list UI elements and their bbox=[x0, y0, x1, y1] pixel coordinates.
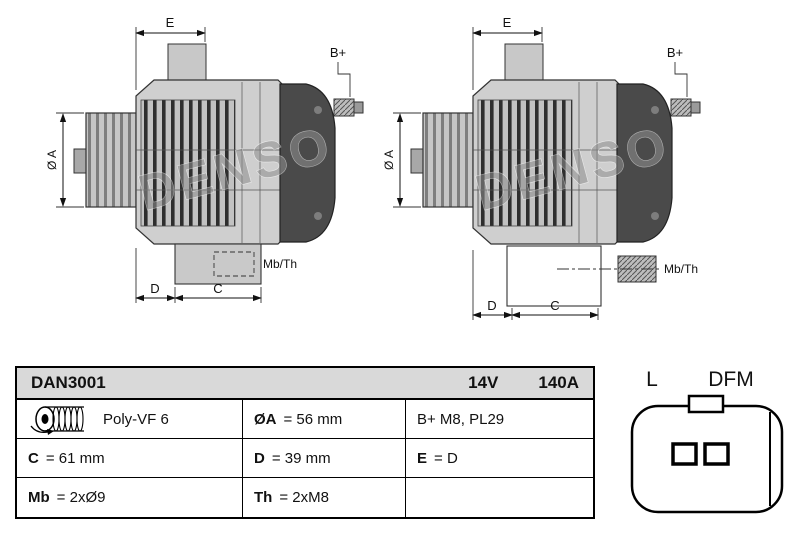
alternator-drawing-left: E B+ Ø A bbox=[45, 15, 364, 303]
rear-cover bbox=[616, 83, 673, 243]
belt-type-label: Poly-VF 6 bbox=[103, 410, 169, 428]
dia-a-label: Ø A bbox=[382, 150, 396, 170]
connector-label-l: L bbox=[646, 368, 658, 391]
alternator-body bbox=[135, 43, 287, 245]
dia-a-label: Ø A bbox=[45, 150, 59, 170]
dim-e: E bbox=[135, 15, 206, 90]
technical-drawings: E B+ Ø A bbox=[45, 15, 701, 320]
dim-dia-a: Ø A bbox=[382, 112, 421, 208]
spec-table: DAN3001 14V 140A Poly-VF 6 ØA = 56 mm bbox=[15, 366, 595, 519]
dim-e-label: E bbox=[166, 15, 175, 30]
dia-a-key: ØA bbox=[254, 410, 277, 428]
voltage-rating: 14V bbox=[468, 373, 499, 392]
dim-e-value: = D bbox=[434, 449, 458, 467]
dim-d-c: D C bbox=[472, 250, 599, 320]
hidden-hole bbox=[213, 251, 255, 277]
pulley bbox=[410, 112, 474, 208]
alternator-drawing-right: E B+ Ø A bbox=[382, 15, 701, 320]
dim-c-cell: C = 61 mm bbox=[17, 439, 243, 478]
bplus-label: B+ bbox=[330, 45, 346, 60]
dim-c-label: C bbox=[550, 298, 559, 313]
mb-value: = 2xØ9 bbox=[56, 489, 106, 506]
mbth-label: Mb/Th bbox=[263, 257, 297, 271]
dim-c-key: C bbox=[28, 449, 39, 467]
dim-d-label: D bbox=[487, 298, 496, 313]
dim-e: E bbox=[472, 15, 543, 90]
th-key: Th bbox=[254, 489, 273, 506]
dim-c-value: = 61 mm bbox=[45, 449, 105, 467]
pulley-icon bbox=[30, 406, 84, 435]
terminal-value: B+ M8, PL29 bbox=[417, 410, 505, 428]
dim-e-key: E bbox=[417, 449, 428, 467]
bplus-callout: B+ bbox=[667, 45, 688, 97]
spec-table-body: Poly-VF 6 ØA = 56 mm B+ M8, PL29 C = 61 … bbox=[17, 400, 593, 517]
bplus-terminal bbox=[670, 98, 701, 117]
alternator-body bbox=[472, 43, 624, 245]
connector-label-dfm: DFM bbox=[708, 368, 754, 391]
mb-key: Mb bbox=[28, 489, 50, 506]
th-value: = 2xM8 bbox=[279, 489, 329, 506]
pulley bbox=[73, 112, 137, 208]
dim-e-cell: E = D bbox=[406, 439, 593, 478]
connector-latch-tab bbox=[687, 394, 725, 414]
dim-d-label: D bbox=[150, 281, 159, 296]
belt-type-cell: Poly-VF 6 bbox=[17, 400, 243, 439]
top-mount-lug bbox=[167, 43, 207, 85]
dim-d-key: D bbox=[254, 449, 265, 467]
pulley-body bbox=[85, 112, 137, 208]
dia-a-value: = 56 mm bbox=[283, 410, 343, 428]
pulley-body bbox=[422, 112, 474, 208]
connector-pin-l bbox=[671, 442, 698, 466]
dia-a-cell: ØA = 56 mm bbox=[243, 400, 406, 439]
terminal-cell: B+ M8, PL29 bbox=[406, 400, 593, 439]
connector-diagram: L DFM bbox=[630, 368, 784, 514]
mount-lug: Mb/Th bbox=[174, 243, 297, 285]
dim-dia-a: Ø A bbox=[45, 112, 84, 208]
rear-cover bbox=[279, 83, 336, 243]
mbth-label: Mb/Th bbox=[664, 262, 698, 276]
bplus-callout: B+ bbox=[330, 45, 351, 97]
bplus-terminal bbox=[333, 98, 364, 117]
dim-c-label: C bbox=[213, 281, 222, 296]
dim-e-label: E bbox=[503, 15, 512, 30]
top-mount-lug bbox=[504, 43, 544, 85]
spec-table-header: DAN3001 14V 140A bbox=[17, 368, 593, 400]
connector-pin-dfm bbox=[703, 442, 730, 466]
dim-d-cell: D = 39 mm bbox=[243, 439, 406, 478]
th-cell: Th = 2xM8 bbox=[243, 478, 406, 517]
mb-cell: Mb = 2xØ9 bbox=[17, 478, 243, 517]
dim-d-value: = 39 mm bbox=[271, 449, 331, 467]
dim-d-c: D C bbox=[135, 248, 262, 303]
cooling-fins bbox=[140, 99, 236, 227]
cooling-fins bbox=[477, 99, 573, 227]
current-rating: 140A bbox=[538, 373, 579, 392]
bplus-label: B+ bbox=[667, 45, 683, 60]
model-number: DAN3001 bbox=[31, 373, 106, 392]
empty-cell bbox=[406, 478, 593, 517]
mount-lug: Mb/Th bbox=[506, 245, 698, 307]
